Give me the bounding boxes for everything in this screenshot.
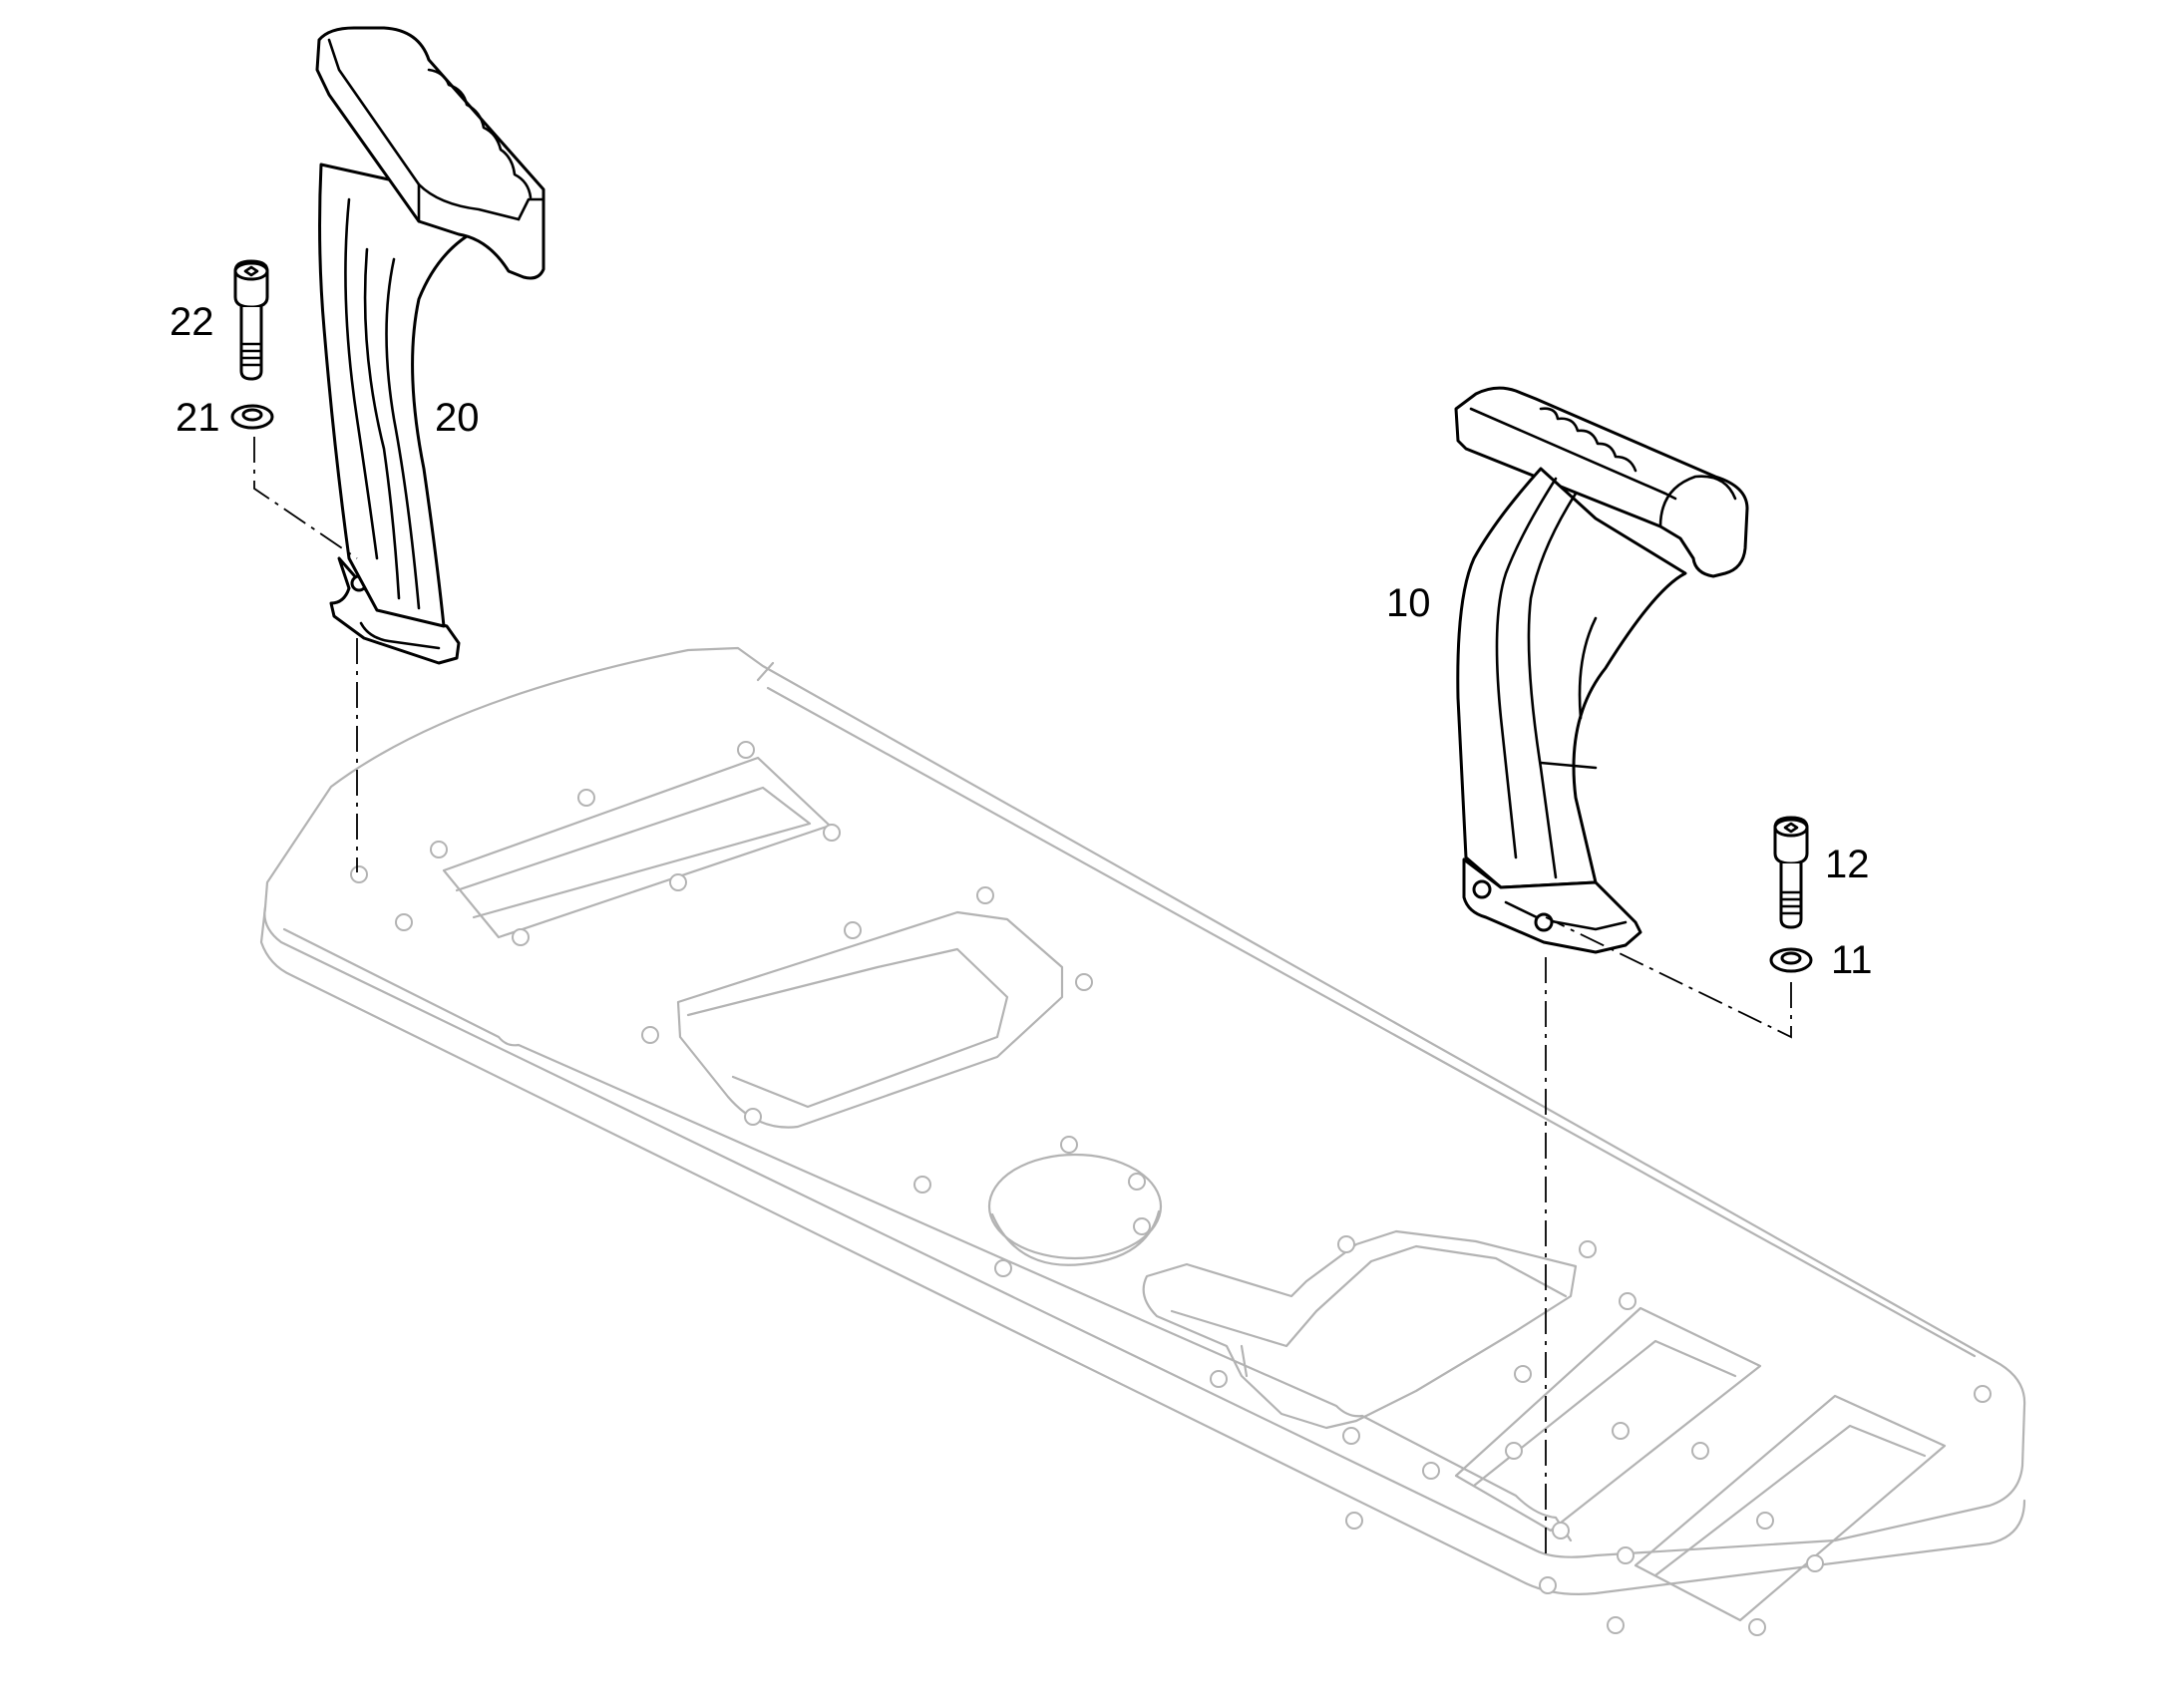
handle-left (315, 26, 545, 665)
washer-21 (230, 404, 274, 430)
callout-12: 12 (1825, 843, 1870, 886)
callout-11: 11 (1831, 938, 1873, 982)
callout-20: 20 (435, 396, 480, 440)
callout-22: 22 (170, 300, 214, 344)
handle-right (1454, 386, 1749, 954)
screw-22 (233, 259, 269, 381)
base-plate (259, 646, 2026, 1636)
assembly-lines (253, 437, 1792, 1555)
callout-10: 10 (1386, 581, 1431, 625)
plate-holes (350, 741, 1992, 1636)
screw-12 (1773, 816, 1809, 929)
callout-21: 21 (176, 396, 220, 440)
washer-11 (1769, 947, 1813, 973)
